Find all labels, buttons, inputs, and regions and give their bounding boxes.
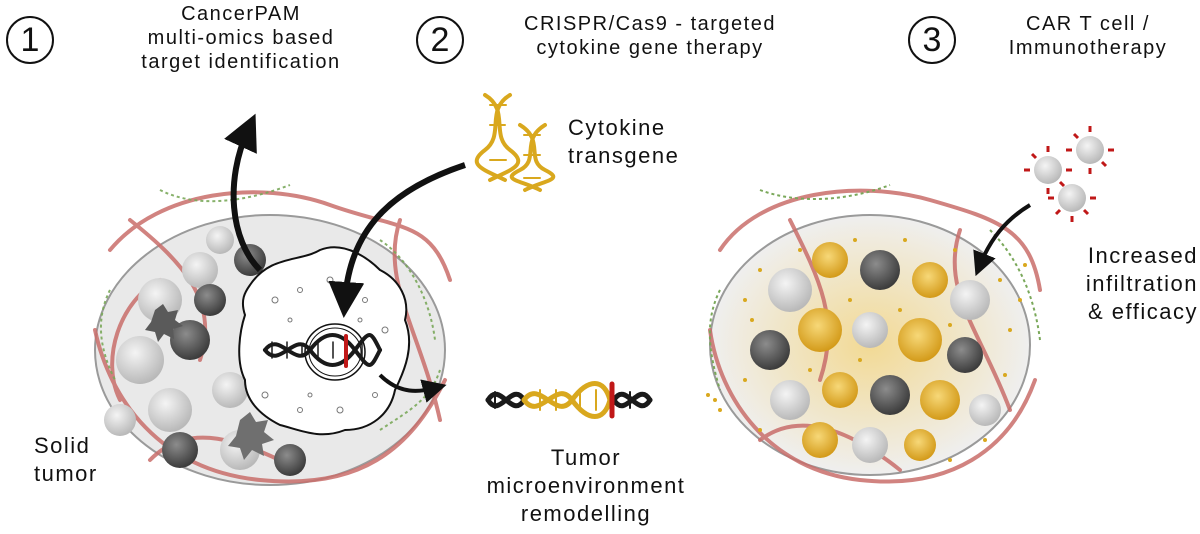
cytokine-dots [706,238,1027,462]
step-1-number: 1 [6,16,54,64]
arrow-to-remodelling [378,373,447,403]
remodelled-tumor-illustration [706,184,1042,484]
step-2-number: 2 [416,16,464,64]
label-line: microenvironment [486,473,686,498]
label-line: transgene [568,143,680,168]
label-line: remodelling [520,501,652,526]
label-line: Solid [34,433,91,458]
step-3-title-line: Immunotherapy [1008,37,1168,59]
step-2-title: CRISPR/Cas9 - targeted cytokine gene the… [480,12,820,60]
tumor-fibers [99,184,441,431]
infiltration-label: Increased infiltration & efficacy [1044,242,1198,326]
step-1-title-line: target identification [141,51,341,73]
step-3-title-line: CAR T cell / [1026,13,1150,35]
step-1-title-line: multi-omics based [147,27,335,49]
label-line: Cytokine [568,115,666,140]
remodelled-dna [485,381,653,419]
label-line: Increased [1087,243,1198,268]
target-dna [263,333,382,368]
arrow-to-step1 [224,113,263,273]
car-t-cells [973,126,1114,277]
solid-tumor-label: Solid tumor [34,432,98,488]
label-line: infiltration [1085,271,1198,296]
step-2-title-line: cytokine gene therapy [536,37,764,59]
step-1-title-line: CancerPAM [181,3,301,25]
solid-tumor-illustration [93,113,466,486]
step-2-title-line: CRISPR/Cas9 - targeted [524,13,776,35]
transgene-dna-icon [474,93,556,192]
arrow-car-t-in [973,203,1032,277]
step-3-number: 3 [908,16,956,64]
label-line: Tumor [550,445,622,470]
tme-remodelling-label: Tumor microenvironment remodelling [436,444,736,528]
tme-fibers [708,184,1041,391]
step-3-title: CAR T cell / Immunotherapy [978,12,1198,60]
step-1-title: CancerPAM multi-omics based target ident… [76,2,406,74]
tumor-cells [104,226,306,476]
arrow-transgene-in [328,162,466,318]
infiltrating-cells [750,242,1001,463]
label-line: & efficacy [1088,299,1198,324]
cytokine-transgene-label: Cytokine transgene [568,114,679,170]
target-cell [238,246,411,436]
label-line: tumor [34,461,98,486]
